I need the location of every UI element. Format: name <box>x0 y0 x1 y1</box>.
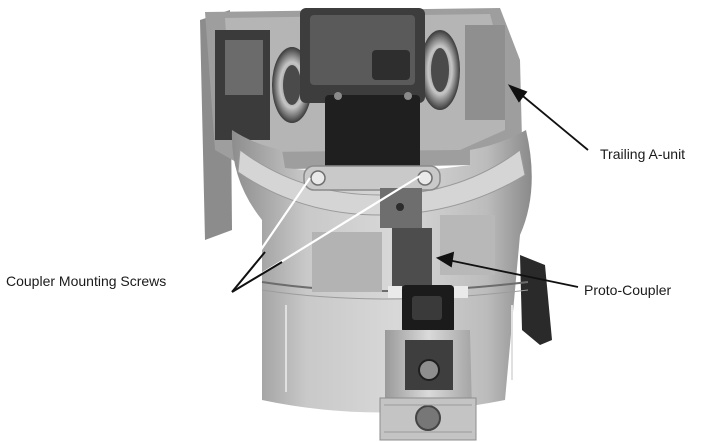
callout-proto-coupler: Proto-Coupler <box>584 282 672 298</box>
callout-coupler-mounting-screws: Coupler Mounting Screws <box>6 273 167 289</box>
grab-rails <box>285 305 513 392</box>
wheel-right <box>420 30 460 110</box>
motor-block <box>300 8 425 175</box>
callout-leaders <box>231 84 589 293</box>
pilot-nose <box>379 330 477 441</box>
proto-coupler <box>388 228 468 333</box>
callout-trailing-a-unit: Trailing A-unit <box>600 146 686 162</box>
